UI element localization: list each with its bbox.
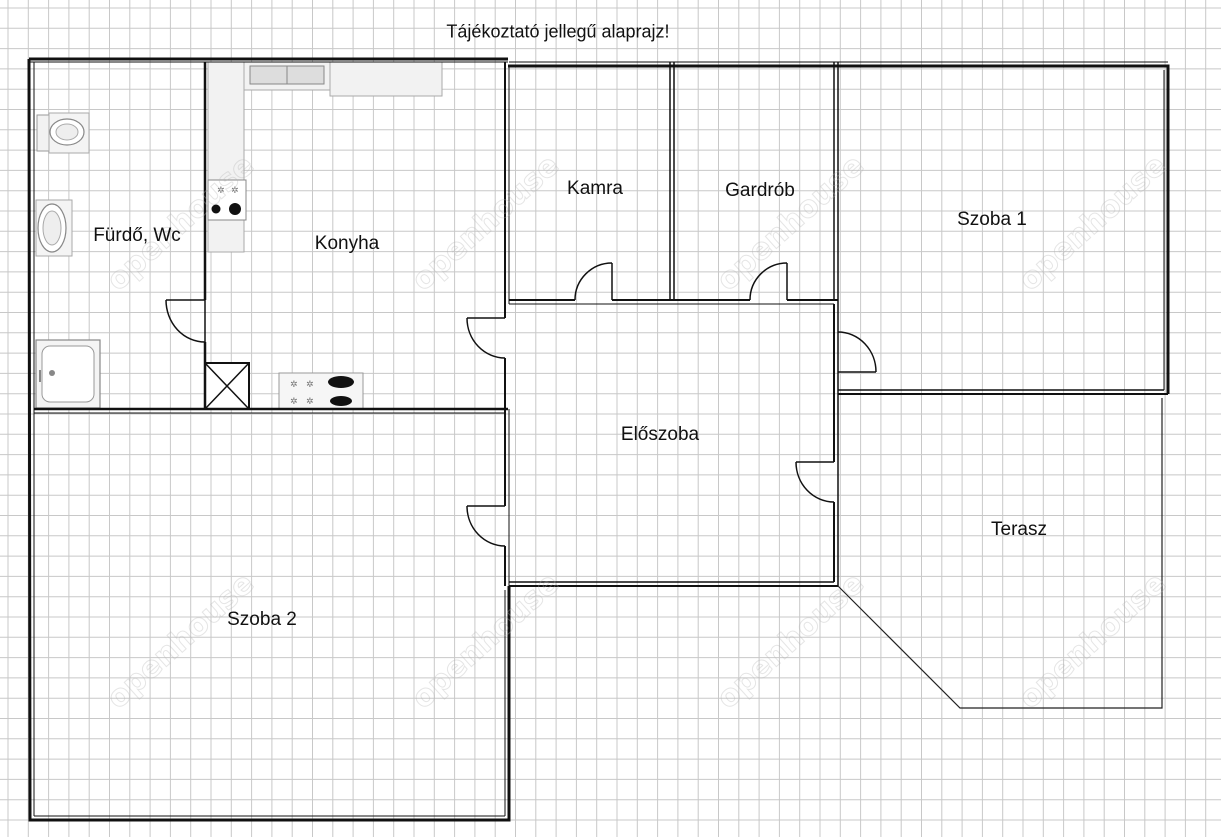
door-szoba-1 <box>837 331 877 373</box>
plan-title: Tájékoztató jellegű alaprajz! <box>446 21 670 42</box>
room-label-szoba-2: Szoba 2 <box>227 609 297 630</box>
door-bathroom <box>165 299 206 343</box>
door-kitchen <box>466 317 506 359</box>
washbasin-icon <box>35 199 73 257</box>
door-terasz <box>795 461 835 503</box>
chimney-icon <box>204 362 250 410</box>
svg-text:✲: ✲ <box>231 186 239 196</box>
svg-text:✲: ✲ <box>306 380 314 390</box>
room-label-kamra: Kamra <box>567 178 623 199</box>
room-label-szoba-1: Szoba 1 <box>957 209 1027 230</box>
kitchen-counter-icon <box>207 61 443 253</box>
door-kamra <box>574 262 613 301</box>
svg-text:✲: ✲ <box>290 380 298 390</box>
walls <box>27 57 1170 822</box>
fixtures: ✲ ✲ ✲ ✲ ✲ ✲ <box>35 61 443 410</box>
room-label-konyha: Konyha <box>314 233 380 254</box>
door-szoba-2 <box>466 505 506 547</box>
svg-text:✲: ✲ <box>217 186 225 196</box>
toilet-icon <box>36 112 90 154</box>
stove-icon: ✲ ✲ <box>207 179 247 221</box>
room-label-gardrob: Gardrób <box>725 180 795 201</box>
room-label-eloszoba: Előszoba <box>620 424 700 445</box>
bathtub-icon <box>35 339 101 409</box>
svg-text:✲: ✲ <box>306 397 314 407</box>
terrace-outline <box>837 398 1163 709</box>
cooktop-icon: ✲ ✲ ✲ ✲ <box>278 372 364 410</box>
room-label-terasz: Terasz <box>991 519 1047 540</box>
svg-text:✲: ✲ <box>290 397 298 407</box>
room-label-furdo-wc: Fürdő, Wc <box>93 225 181 246</box>
doors <box>165 262 877 547</box>
door-gardrob <box>749 262 788 301</box>
